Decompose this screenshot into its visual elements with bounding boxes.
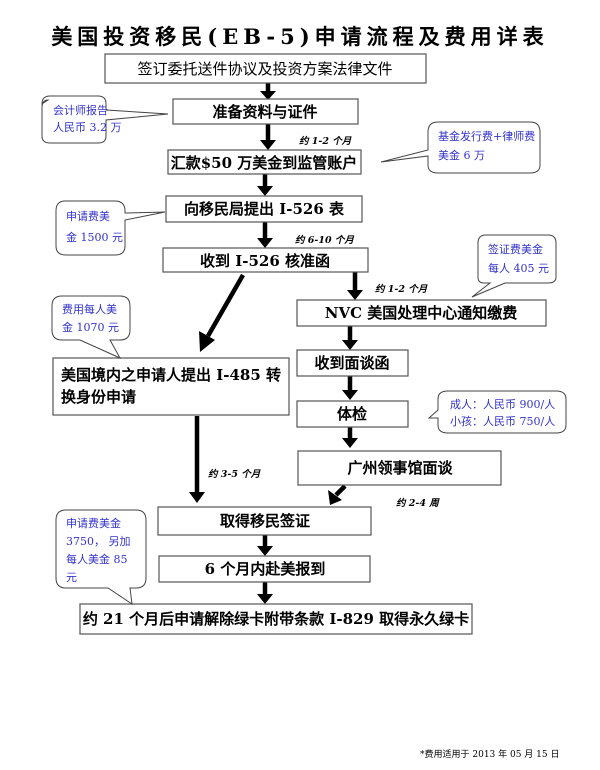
svg-text:申请费美: 申请费美 [66, 210, 110, 223]
arrow-head-approval-i485 [199, 331, 215, 352]
duration-prepare-remit: 约 1-2 个月 [299, 135, 352, 147]
page-title: 美国投资移民(EB-5)申请流程及费用详表 [51, 24, 548, 49]
svg-text:体检: 体检 [337, 405, 367, 423]
svg-text:人民币 3.2 万: 人民币 3.2 万 [53, 121, 122, 134]
step-medical: 体检 [296, 400, 409, 428]
svg-text:收到面谈函: 收到面谈函 [314, 354, 389, 372]
callout-i526-fee: 申请费美 金 1500 元 [55, 200, 166, 256]
duration-nvc-wait: 约 1-2 个月 [375, 283, 428, 295]
step-i526-approval: 收到 I-526 核准函 [162, 247, 369, 273]
step-interview-letter: 收到面谈函 [296, 349, 409, 377]
svg-text:取得移民签证: 取得移民签证 [220, 512, 310, 530]
svg-text:NVC 美国处理中心通知缴费: NVC 美国处理中心通知缴费 [325, 304, 518, 322]
svg-text:元: 元 [66, 571, 77, 584]
step-file-i526: 向移民局提出 I-526 表 [165, 195, 363, 223]
callout-visa-fee: 签证费美金 每人 405 元 [471, 234, 557, 298]
arrow-head-sign-prepare [260, 91, 276, 100]
svg-text:签订委托送件协议及投资方案法律文件: 签订委托送件协议及投资方案法律文件 [137, 60, 392, 78]
arrow-head-consulate-visa [328, 490, 342, 505]
callout-accountant: 会计师报告 人民币 3.2 万 [41, 95, 169, 144]
arrows [189, 83, 363, 604]
svg-text:准备资料与证件: 准备资料与证件 [212, 103, 317, 121]
svg-text:金 1070 元: 金 1070 元 [62, 320, 119, 334]
step-consulate: 广州领事馆面谈 [297, 450, 502, 486]
svg-text:3750， 另加: 3750， 另加 [66, 535, 131, 548]
footnote: *费用适用于 2013 年 05 月 15 日 [420, 748, 559, 760]
step-final: 约 21 个月后申请解除绿卡附带条款 I-829 取得永久绿卡 [79, 603, 473, 635]
arrow-consulate-visa [334, 484, 347, 497]
svg-text:每人 405 元: 每人 405 元 [488, 261, 549, 275]
svg-text:向移民局提出 I-526 表: 向移民局提出 I-526 表 [184, 200, 345, 218]
svg-text:费用每人美: 费用每人美 [62, 302, 117, 316]
step-visa: 取得移民签证 [157, 506, 372, 536]
arrow-approval-i485 [206, 273, 245, 338]
svg-text:换身份申请: 换身份申请 [61, 388, 136, 406]
arrow-head-visa-arrive [257, 546, 273, 556]
arrow-head-i485-visa [189, 492, 205, 503]
arrow-head-nvc-letter [342, 340, 358, 350]
svg-text:小孩：人民币 750/人: 小孩：人民币 750/人 [450, 415, 555, 428]
step-remit: 汇款$50 万美金到监管账户 [167, 149, 362, 175]
arrow-head-approval-nvc [347, 290, 363, 300]
svg-text:金 1500 元: 金 1500 元 [66, 230, 123, 244]
svg-text:广州领事馆面谈: 广州领事馆面谈 [347, 459, 453, 477]
callout-fund-fee: 基金发行费+律师费 美金 6 万 [380, 121, 541, 174]
svg-text:基金发行费+律师费: 基金发行费+律师费 [438, 129, 535, 143]
arrow-head-i526-approval [257, 238, 273, 248]
svg-text:申请费美金: 申请费美金 [66, 516, 121, 530]
svg-text:美国境内之申请人提出 I-485 转: 美国境内之申请人提出 I-485 转 [61, 366, 281, 384]
svg-text:会计师报告: 会计师报告 [53, 103, 108, 117]
callout-medical-fee: 成人：人民币 900/人 小孩：人民币 750/人 [427, 390, 567, 434]
duration-consulate-wait: 约 2-4 周 [396, 497, 440, 509]
svg-text:约 21 个月后申请解除绿卡附带条款 I-829 取得永久绿: 约 21 个月后申请解除绿卡附带条款 I-829 取得永久绿卡 [83, 610, 469, 628]
arrow-head-medical-consulate [342, 438, 358, 448]
duration-i526-wait: 约 6-10 个月 [295, 234, 354, 246]
svg-text:成人：人民币 900/人: 成人：人民币 900/人 [450, 398, 555, 411]
svg-text:收到 I-526 核准函: 收到 I-526 核准函 [200, 252, 330, 270]
svg-text:签证费美金: 签证费美金 [488, 242, 543, 256]
svg-text:汇款$50 万美金到监管账户: 汇款$50 万美金到监管账户 [171, 154, 358, 172]
arrow-head-remit-i526 [257, 186, 273, 196]
step-sign: 签订委托送件协议及投资方案法律文件 [104, 53, 427, 84]
callout-i829-fee: 申请费美金 3750， 另加 每人美金 85 元 [55, 509, 147, 606]
arrow-head-arrive-final [257, 594, 273, 604]
arrow-head-prepare-remit [260, 140, 276, 150]
step-i485: 美国境内之申请人提出 I-485 转 换身份申请 [52, 357, 290, 416]
arrow-head-letter-medical [342, 390, 358, 400]
callout-i485-fee: 费用每人美 金 1070 元 [51, 295, 131, 360]
step-arrive: 6 个月内赴美报到 [158, 555, 371, 583]
svg-text:6 个月内赴美报到: 6 个月内赴美报到 [205, 560, 326, 578]
duration-i485-wait: 约 3-5 个月 [208, 468, 261, 480]
step-prepare: 准备资料与证件 [172, 98, 359, 125]
step-nvc: NVC 美国处理中心通知缴费 [296, 299, 547, 327]
svg-text:每人美金 85: 每人美金 85 [66, 552, 128, 566]
svg-text:美金 6 万: 美金 6 万 [438, 148, 485, 162]
